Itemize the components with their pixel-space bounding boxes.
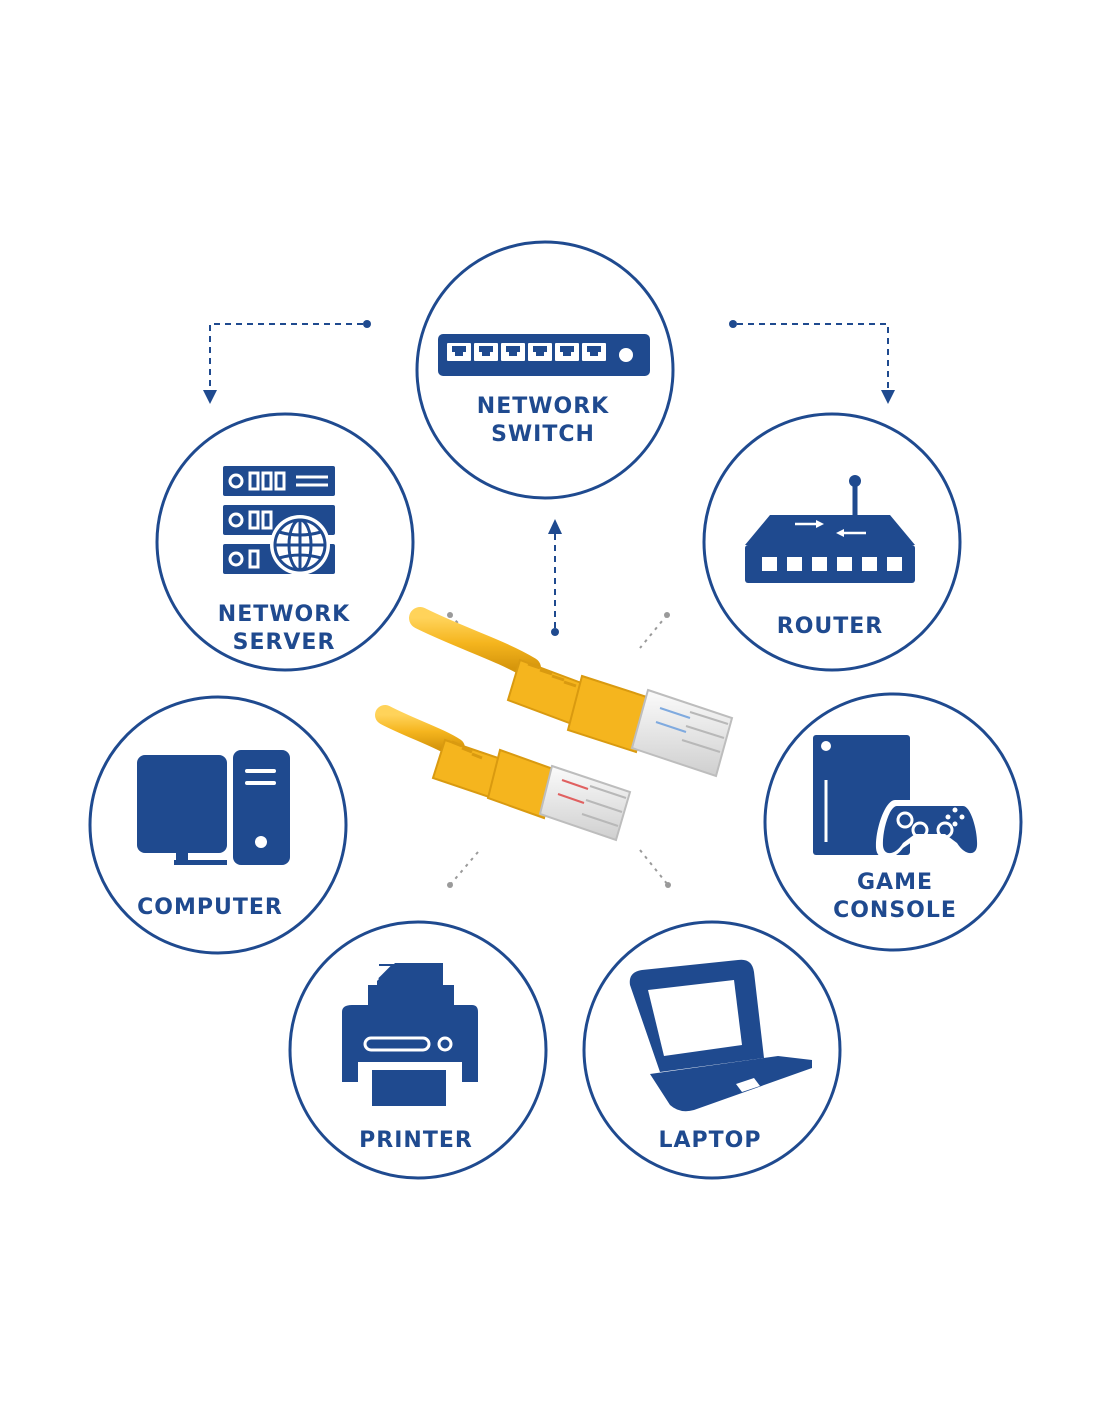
ethernet-cable-icon [375, 607, 734, 842]
node-label-computer: COMPUTER [137, 895, 283, 920]
arrow-switch-to-server [203, 320, 371, 404]
node-label-laptop: LAPTOP [658, 1128, 761, 1153]
node-circle-server [155, 412, 415, 672]
node-label-router: ROUTER [777, 614, 883, 639]
node-label-printer: PRINTER [359, 1128, 473, 1153]
network-server-icon [223, 466, 335, 575]
arrow-cable-to-switch [548, 519, 562, 636]
node-label-console-line2: CONSOLE [833, 898, 957, 923]
node-circle-printer [288, 920, 548, 1180]
node-circle-computer [88, 695, 348, 955]
laptop-icon [629, 959, 812, 1112]
connector-lines [203, 320, 895, 636]
printer-icon [342, 963, 478, 1106]
node-label-switch-line1: NETWORK [477, 394, 609, 419]
node-label-server-line2: SERVER [233, 630, 336, 655]
router-icon [745, 475, 915, 583]
arrow-switch-to-router [729, 320, 895, 404]
game-console-icon [813, 735, 985, 859]
node-circle-console [763, 692, 1023, 952]
desktop-computer-icon [137, 750, 290, 865]
node-label-console-line1: GAME [857, 870, 933, 895]
node-label-server-line1: NETWORK [218, 602, 350, 627]
network-switch-icon [438, 334, 650, 376]
node-label-switch-line2: SWITCH [491, 422, 595, 447]
cable-lower [375, 705, 632, 842]
node-circle-router [702, 412, 962, 672]
node-circle-switch [415, 240, 675, 500]
node-circle-laptop [582, 920, 842, 1180]
cable-upper [409, 607, 734, 778]
